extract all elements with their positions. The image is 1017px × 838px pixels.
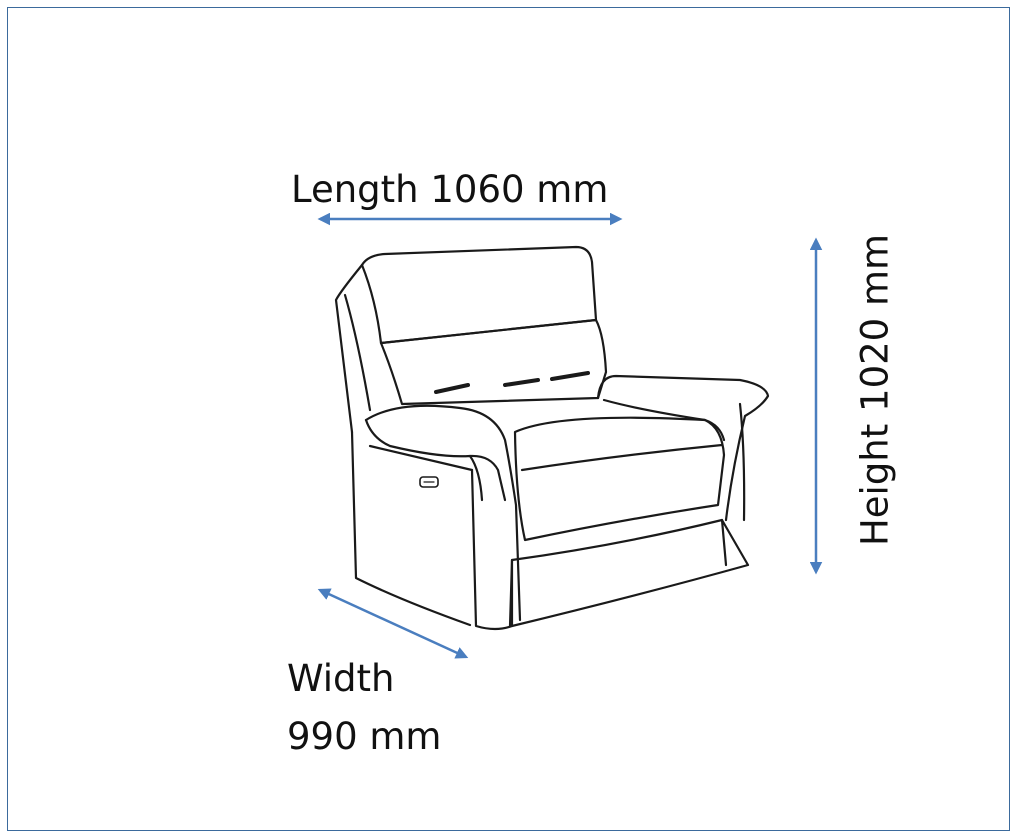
width-arrow (317, 588, 469, 659)
width-value: 990 mm (287, 715, 442, 758)
diagram-frame (7, 7, 1010, 831)
width-label: Width (287, 657, 395, 700)
height-label: Height 1020 mm (853, 233, 897, 547)
recliner-chair-drawing (334, 245, 770, 631)
length-label: Length 1060 mm (291, 168, 609, 211)
